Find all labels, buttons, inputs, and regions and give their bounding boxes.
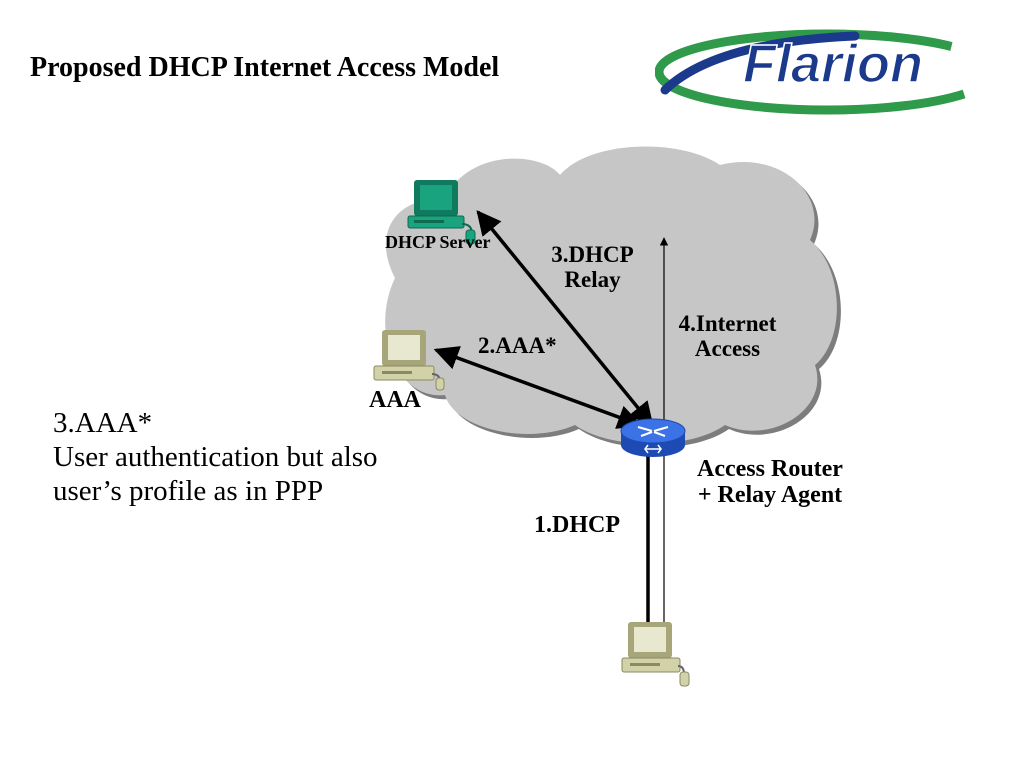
internet-access-label-line1: 4.Internet (678, 311, 777, 336)
dhcp-server-icon (407, 180, 476, 245)
dhcp-relay-label-line1: 3.DHCP (551, 242, 634, 267)
internet-access-label-line2: Access (694, 336, 761, 362)
internet-access-label: 4.Internet Access (660, 311, 795, 362)
aaa-node-label: AAA (369, 387, 421, 413)
dhcp-relay-label: 3.DHCP Relay (535, 242, 650, 293)
aaa-note-line2: User authentication but also (53, 441, 378, 474)
logo-swoosh-blue (660, 31, 860, 95)
dhcp-server-label: DHCP Server (385, 232, 491, 252)
aaa-server-icon (373, 330, 445, 391)
aaa-flow-label: 2.AAA* (478, 333, 557, 358)
aaa-note-line3: user’s profile as in PPP (53, 475, 324, 508)
dhcp-flow-label: 1.DHCP (534, 512, 620, 538)
aaa-note: 3.AAA* User authentication but also user… (53, 406, 378, 509)
client-computer-icon (621, 622, 690, 687)
access-router-label-line2: + Relay Agent (697, 482, 843, 509)
logo-text: Flarion (743, 34, 923, 94)
dhcp-relay-label-line2: Relay (564, 267, 621, 293)
access-router-label-line1: Access Router (697, 456, 843, 482)
flarion-logo: Flarion (655, 29, 1000, 115)
dhcp-relay-arrow (476, 210, 654, 427)
access-router-label: Access Router + Relay Agent (675, 456, 865, 509)
access-router-icon (620, 418, 686, 457)
aaa-note-line1: 3.AAA* (53, 407, 153, 439)
slide-title: Proposed DHCP Internet Access Model (30, 52, 500, 83)
